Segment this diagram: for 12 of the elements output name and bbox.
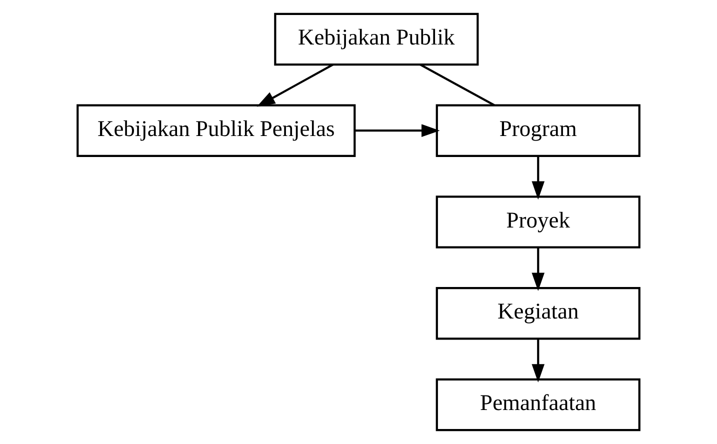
node-box: Kebijakan Publik: [274, 12, 479, 66]
node-box: Proyek: [436, 196, 640, 248]
arrow: [532, 339, 545, 382]
node-box: Kegiatan: [436, 287, 640, 340]
arrow: [256, 64, 334, 107]
node-box: Kebijakan Publik Penjelas: [76, 104, 356, 157]
node-box: Program: [436, 104, 640, 157]
arrow: [532, 156, 545, 200]
connector: [420, 64, 495, 106]
node-box: Pemanfaatan: [436, 378, 640, 432]
arrow: [532, 248, 545, 292]
arrow: [355, 124, 440, 138]
